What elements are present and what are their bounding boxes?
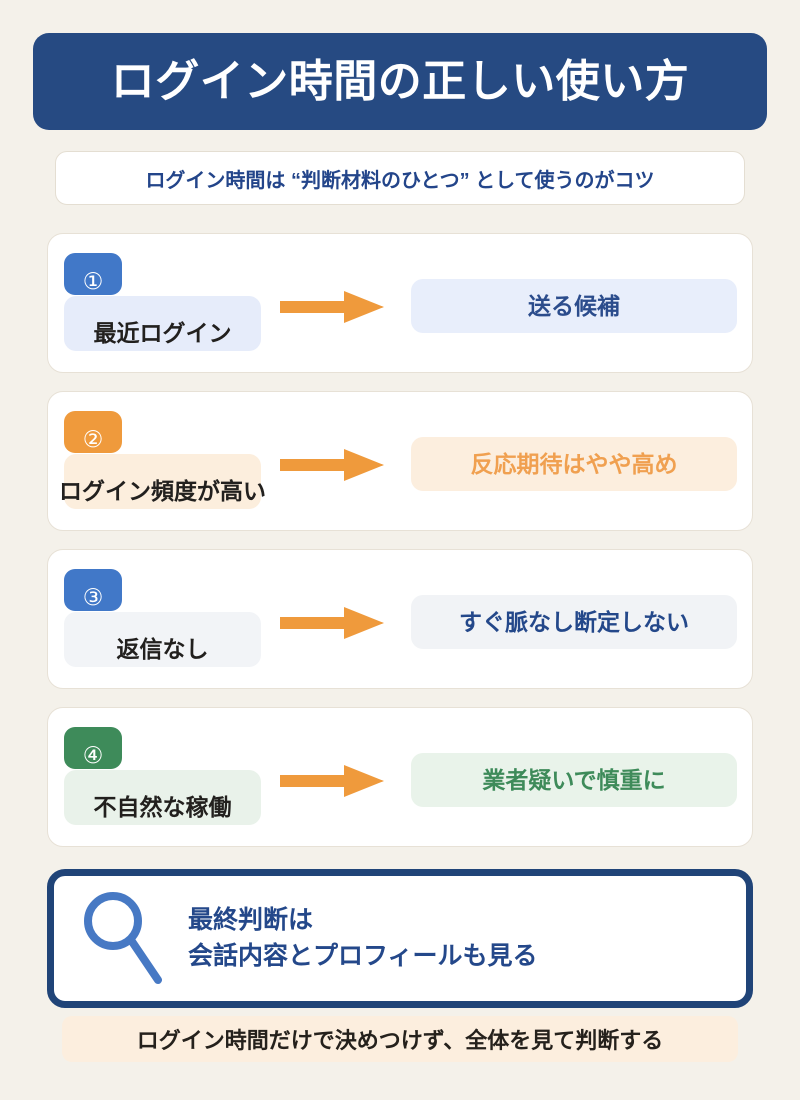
step-badge-4: ④ [64,727,122,769]
step-cause-chip-3: 返信なし [64,612,261,667]
step-row-1: ① 最近ログイン 送る候補 [47,233,753,373]
subtitle-text: ログイン時間は “判断材料のひとつ” として使うのがコツ [145,169,655,192]
arrow-right-icon [280,607,384,639]
arrow-right-icon [280,765,384,797]
step-badge-number-2: ② [82,426,104,452]
step-badge-1: ① [64,253,122,295]
subtitle-box: ログイン時間は “判断材料のひとつ” として使うのがコツ [55,151,745,205]
step-effect-chip-3: すぐ脈なし断定しない [411,595,737,649]
footer-box: ログイン時間だけで決めつけず、全体を見て判断する [62,1016,738,1062]
step-cause-label-3: 返信なし [116,636,209,662]
step-badge-number-4: ④ [82,742,104,768]
magnifier-icon [84,891,162,984]
step-cause-label-4: 不自然な稼働 [93,794,232,820]
step-badge-number-1: ① [82,268,104,294]
conclusion-text: 最終判断は 会話内容とプロフィールも見る [188,903,538,974]
step-effect-label-2: 反応期待はやや高め [470,450,678,477]
page-title-banner: ログイン時間の正しい使い方 [33,33,767,130]
step-effect-chip-4: 業者疑いで慎重に [411,753,737,807]
conclusion-line-2: 会話内容とプロフィールも見る [188,941,538,970]
step-cause-chip-2: ログイン頻度が高い [59,454,266,509]
step-badge-number-3: ③ [82,584,104,610]
step-effect-label-3: すぐ脈なし断定しない [459,608,689,635]
step-row-3: ③ 返信なし すぐ脈なし断定しない [47,549,753,689]
step-badge-3: ③ [64,569,122,611]
arrow-right-icon [280,449,384,481]
page-title: ログイン時間の正しい使い方 [110,56,690,106]
arrow-right-icon [280,291,384,323]
step-effect-chip-1: 送る候補 [411,279,737,333]
conclusion-line-1: 最終判断は [188,906,314,934]
step-cause-label-1: 最近ログイン [93,320,232,346]
step-badge-2: ② [64,411,122,453]
step-row-4: ④ 不自然な稼働 業者疑いで慎重に [47,707,753,847]
step-cause-label-2: ログイン頻度が高い [59,478,266,504]
step-effect-label-1: 送る候補 [528,292,620,319]
step-row-2: ② ログイン頻度が高い 反応期待はやや高め [47,391,753,531]
footer-text: ログイン時間だけで決めつけず、全体を見て判断する [136,1028,664,1053]
step-effect-chip-2: 反応期待はやや高め [411,437,737,491]
step-cause-chip-4: 不自然な稼働 [64,770,261,825]
step-effect-label-4: 業者疑いで慎重に [482,766,666,793]
conclusion-box: 最終判断は 会話内容とプロフィールも見る [47,869,753,1008]
step-cause-chip-1: 最近ログイン [64,296,261,351]
